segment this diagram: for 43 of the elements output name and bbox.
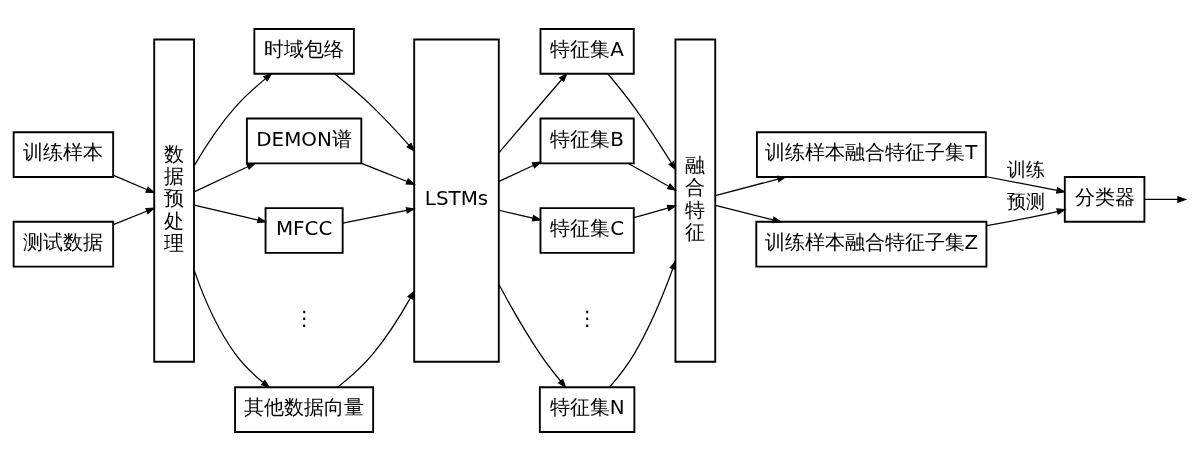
node-box: 特征集A [539,28,635,75]
node-box: 分类器 [1063,176,1146,223]
node-box: 数据预处理 [153,38,195,363]
arrow [112,207,156,226]
arrow [714,204,783,224]
node-box: 时域包络 [253,28,355,75]
arrow [627,162,677,191]
arrow [714,175,788,197]
label: ⋮ [294,306,315,330]
node-box: DEMON谱 [245,117,363,165]
node-box: 融合特征 [674,38,717,363]
node-box: 训练样本融合特征子集Z [755,220,988,268]
arrow [985,176,1067,194]
arrow [607,73,677,171]
node-box: 训练样本融合特征子集T [756,131,987,178]
arrow [193,72,273,167]
node-box: 特征集C [539,207,635,254]
edge-label: 训练 [1006,158,1045,180]
arrow [193,269,271,389]
arrow [337,289,415,388]
arrow [498,72,568,154]
arrow [609,259,676,388]
label: ⋮ [577,306,598,330]
arrow [360,162,416,185]
arrow [333,73,416,153]
node-box: LSTMs [413,38,500,363]
arrow [342,207,416,224]
arrow [1144,195,1188,203]
arrow [498,283,567,389]
node-box: 特征集B [539,117,635,165]
node-box: 训练样本 [12,131,115,178]
node-box: 特征集N [538,386,636,433]
edge-label: 预测 [1006,191,1045,213]
arrow [193,204,268,224]
arrow [193,162,257,193]
node-box: MFCC [264,207,344,254]
node-box: 其他数据向量 [234,386,375,433]
arrow [986,208,1067,227]
arrow [633,204,678,219]
arrow [112,174,156,194]
arrow [498,161,542,183]
arrow [498,209,543,222]
node-box: 测试数据 [12,220,115,268]
